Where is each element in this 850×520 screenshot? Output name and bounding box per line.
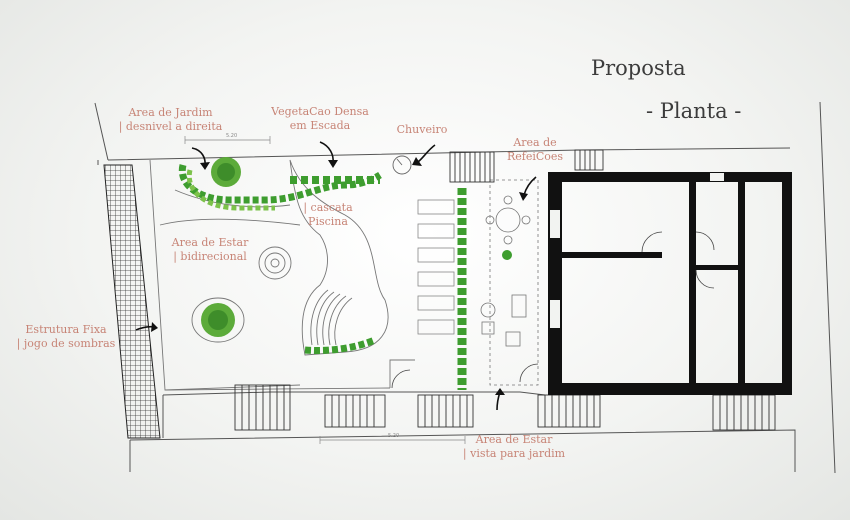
dimension-top: 5.20 [226, 133, 237, 139]
wall-openings [550, 173, 724, 328]
stairs [234, 149, 776, 431]
label-piscina-title: Piscina [308, 215, 348, 228]
label-estrutura-note: | jogo de sombras [16, 337, 116, 350]
label-refeicoes-title: Area de [513, 136, 557, 149]
garden-outline [149, 159, 415, 391]
label-estar-vista-note: | vista para jardim [462, 447, 566, 460]
label-estrutura-fixa: Estrutura Fixa | jogo de sombras [14, 323, 118, 351]
label-vegetacao-note: em Escada [289, 119, 351, 132]
label-piscina-note: | cascata [303, 201, 353, 214]
dining-furniture [480, 179, 539, 386]
label-area-estar-vista: Area de Estar | vista para jardim [455, 433, 573, 461]
dense-vegetation [178, 157, 512, 390]
label-area-refeicoes: Area de RefeiCoes [500, 136, 570, 164]
arrow-heads [151, 157, 528, 395]
arrow-vegetacao [319, 141, 334, 164]
label-refeicoes-note: RefeiCoes [506, 150, 564, 163]
dimension-lines [184, 136, 466, 444]
dimension-bottom: 5.20 [388, 433, 399, 439]
title-proposta: Proposta [591, 56, 686, 80]
label-vegetacao-densa: VegetaCao Densa em Escada [262, 105, 378, 133]
label-area-jardim-note: | desnivel a direita [118, 120, 223, 133]
arrow-chuveiro [417, 144, 436, 163]
label-area-jardim-title: Area de Jardim [128, 106, 213, 119]
label-chuveiro-title: Chuveiro [396, 123, 448, 136]
house-walls [548, 172, 792, 395]
fixed-structure [103, 164, 161, 439]
label-estrutura-title: Estrutura Fixa [25, 323, 107, 336]
title-planta: - Planta - [646, 99, 742, 123]
label-estar-vista-title: Area de Estar [475, 433, 553, 446]
label-chuveiro: Chuveiro [390, 123, 454, 137]
label-piscina: | cascata Piscina [298, 201, 358, 229]
label-estar-bi-title: Area de Estar [171, 236, 249, 249]
label-area-jardim: Area de Jardim | desnivel a direita [108, 106, 233, 134]
sun-loungers [417, 199, 455, 335]
site-boundary [94, 101, 836, 474]
label-area-estar-bidirecional: Area de Estar | bidirecional [160, 236, 260, 264]
doors [391, 231, 715, 389]
shower-fixture [392, 155, 412, 175]
label-vegetacao-title: VegetaCao Densa [271, 105, 369, 118]
label-estar-bi-note: | bidirecional [173, 250, 247, 263]
